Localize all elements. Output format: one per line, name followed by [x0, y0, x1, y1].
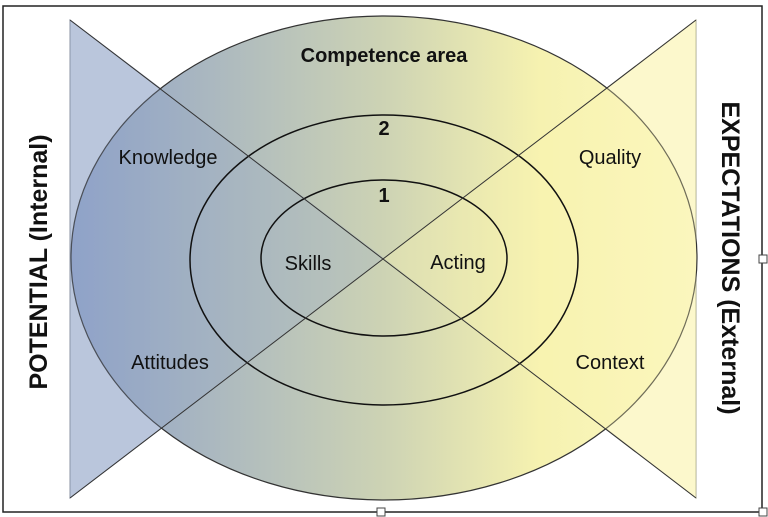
knowledge-label: Knowledge [119, 147, 218, 169]
ring-2 [189, 114, 579, 406]
right-triangle-overlay [384, 20, 696, 498]
acting-label: Acting [430, 252, 486, 274]
attitudes-label: Attitudes [131, 352, 209, 374]
quality-label: Quality [579, 147, 641, 169]
competence-area-title: Competence area [301, 45, 469, 67]
left-triangle-overlay [70, 20, 384, 498]
ring-1 [260, 179, 508, 337]
ring-2-label: 2 [378, 118, 389, 140]
diagonal-line [69, 19, 697, 499]
expectations-external-label: EXPECTATIONS (External) [716, 101, 744, 414]
skills-label: Skills [285, 253, 332, 275]
resize-handle-corner[interactable] [758, 507, 768, 517]
context-label: Context [576, 352, 645, 374]
ring-1-label: 1 [378, 185, 389, 207]
resize-handle-bottom[interactable] [376, 507, 386, 517]
resize-handle-right[interactable] [758, 254, 768, 264]
potential-internal-label: POTENTIAL (Internal) [25, 134, 53, 389]
